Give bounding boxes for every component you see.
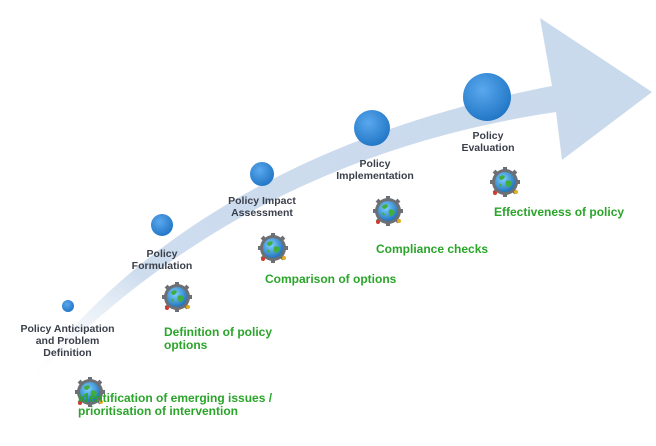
stage-dot — [463, 73, 511, 121]
stage-dot — [354, 110, 390, 146]
globe-gear-icon — [258, 233, 288, 263]
stage-dot — [250, 162, 274, 186]
action-label: Compliance checks — [376, 242, 489, 256]
action-label: Comparison of options — [265, 272, 397, 286]
stage-dot — [151, 214, 173, 236]
stage-label: Policy Implementation — [336, 158, 414, 182]
globe-gear-icon — [373, 196, 403, 226]
stage-label: Policy Impact Assessment — [228, 195, 296, 219]
stage-label: Policy Evaluation — [461, 130, 515, 154]
stage-dot — [62, 300, 74, 312]
action-label: Effectiveness of policy — [494, 205, 625, 219]
stage-label: Policy Anticipation and Problem Definiti… — [20, 323, 115, 359]
globe-gear-icon — [162, 282, 192, 312]
stage-label: Policy Formulation — [131, 248, 193, 272]
globe-gear-icon — [490, 167, 520, 197]
action-label: Identification of emerging issues / prio… — [78, 391, 273, 418]
action-label: Definition of policy options — [164, 325, 272, 352]
